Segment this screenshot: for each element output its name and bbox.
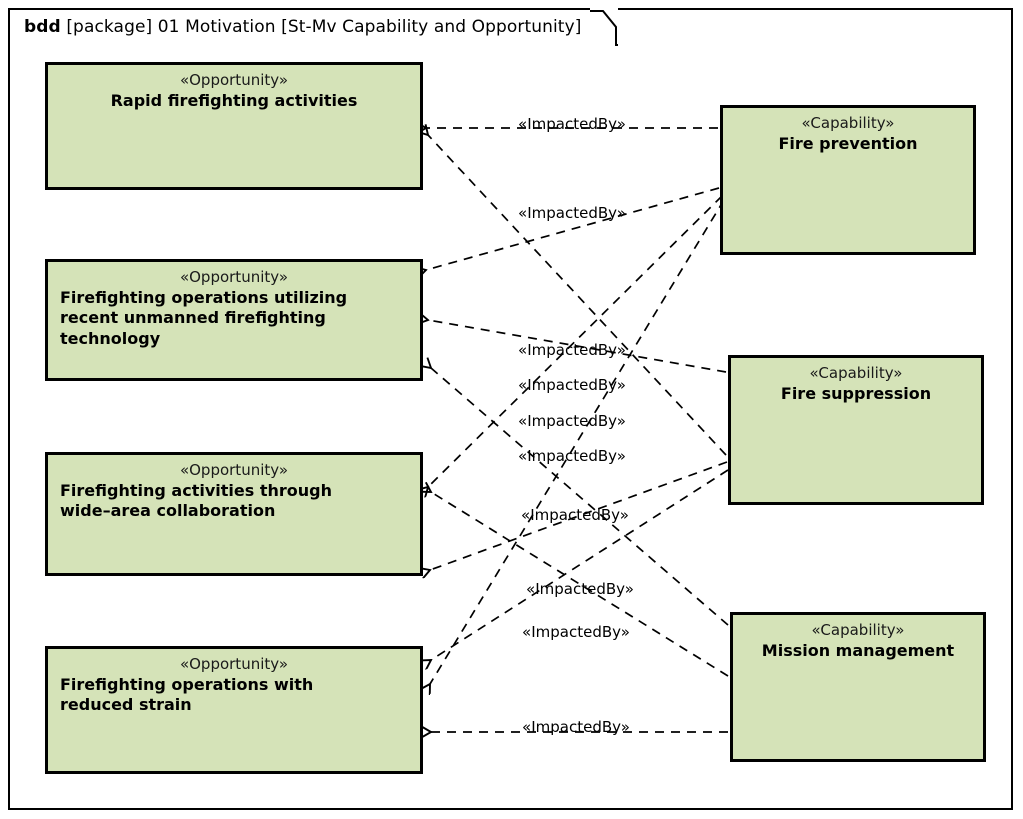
block-stereotype: «Opportunity»	[179, 461, 289, 479]
block-name-line: recent unmanned firefighting	[60, 308, 326, 328]
block-name-line: Firefighting operations with	[60, 674, 314, 694]
block-name-line: Firefighting activities through	[60, 480, 332, 500]
block-stereotype: «Opportunity»	[179, 71, 289, 89]
block-name: Fire suppression	[780, 383, 932, 403]
block-opportunity-firefighting-operations-reduced-strain[interactable]: «Opportunity» Firefighting operations wi…	[45, 646, 423, 774]
block-stereotype: «Capability»	[809, 364, 903, 382]
diagram-kind-label: bdd	[24, 17, 61, 37]
block-stereotype: «Capability»	[801, 114, 895, 132]
block-name-line: wide–area collaboration	[60, 501, 276, 521]
block-name-line: reduced strain	[60, 695, 192, 715]
block-name-line: technology	[60, 329, 161, 349]
block-opportunity-firefighting-operations-utilizing-unmanned-tech[interactable]: «Opportunity» Firefighting operations ut…	[45, 259, 423, 381]
block-capability-mission-management[interactable]: «Capability» Mission management	[730, 612, 986, 762]
block-name: Rapid firefighting activities	[110, 90, 358, 110]
block-name: Mission management	[761, 640, 955, 660]
diagram-title-tab[interactable]: bdd [package] 01 Motivation [St-Mv Capab…	[8, 8, 618, 46]
block-capability-fire-suppression[interactable]: «Capability» Fire suppression	[728, 355, 984, 505]
block-opportunity-rapid-firefighting-activities[interactable]: «Opportunity» Rapid firefighting activit…	[45, 62, 423, 190]
block-name-line: Firefighting operations utilizing	[60, 287, 348, 307]
block-stereotype: «Opportunity»	[179, 268, 289, 286]
diagram-title-bar: bdd [package] 01 Motivation [St-Mv Capab…	[8, 8, 618, 46]
block-name: Fire prevention	[778, 133, 918, 153]
block-stereotype: «Opportunity»	[179, 655, 289, 673]
page-title: bdd [package] 01 Motivation [St-Mv Capab…	[24, 17, 581, 37]
block-opportunity-firefighting-activities-wide-area-collaboration[interactable]: «Opportunity» Firefighting activities th…	[45, 452, 423, 576]
block-stereotype: «Capability»	[811, 621, 905, 639]
title-tab-notch-icon	[590, 10, 618, 46]
block-capability-fire-prevention[interactable]: «Capability» Fire prevention	[720, 105, 976, 255]
diagram-title-rest: [package] 01 Motivation [St-Mv Capabilit…	[60, 17, 582, 37]
